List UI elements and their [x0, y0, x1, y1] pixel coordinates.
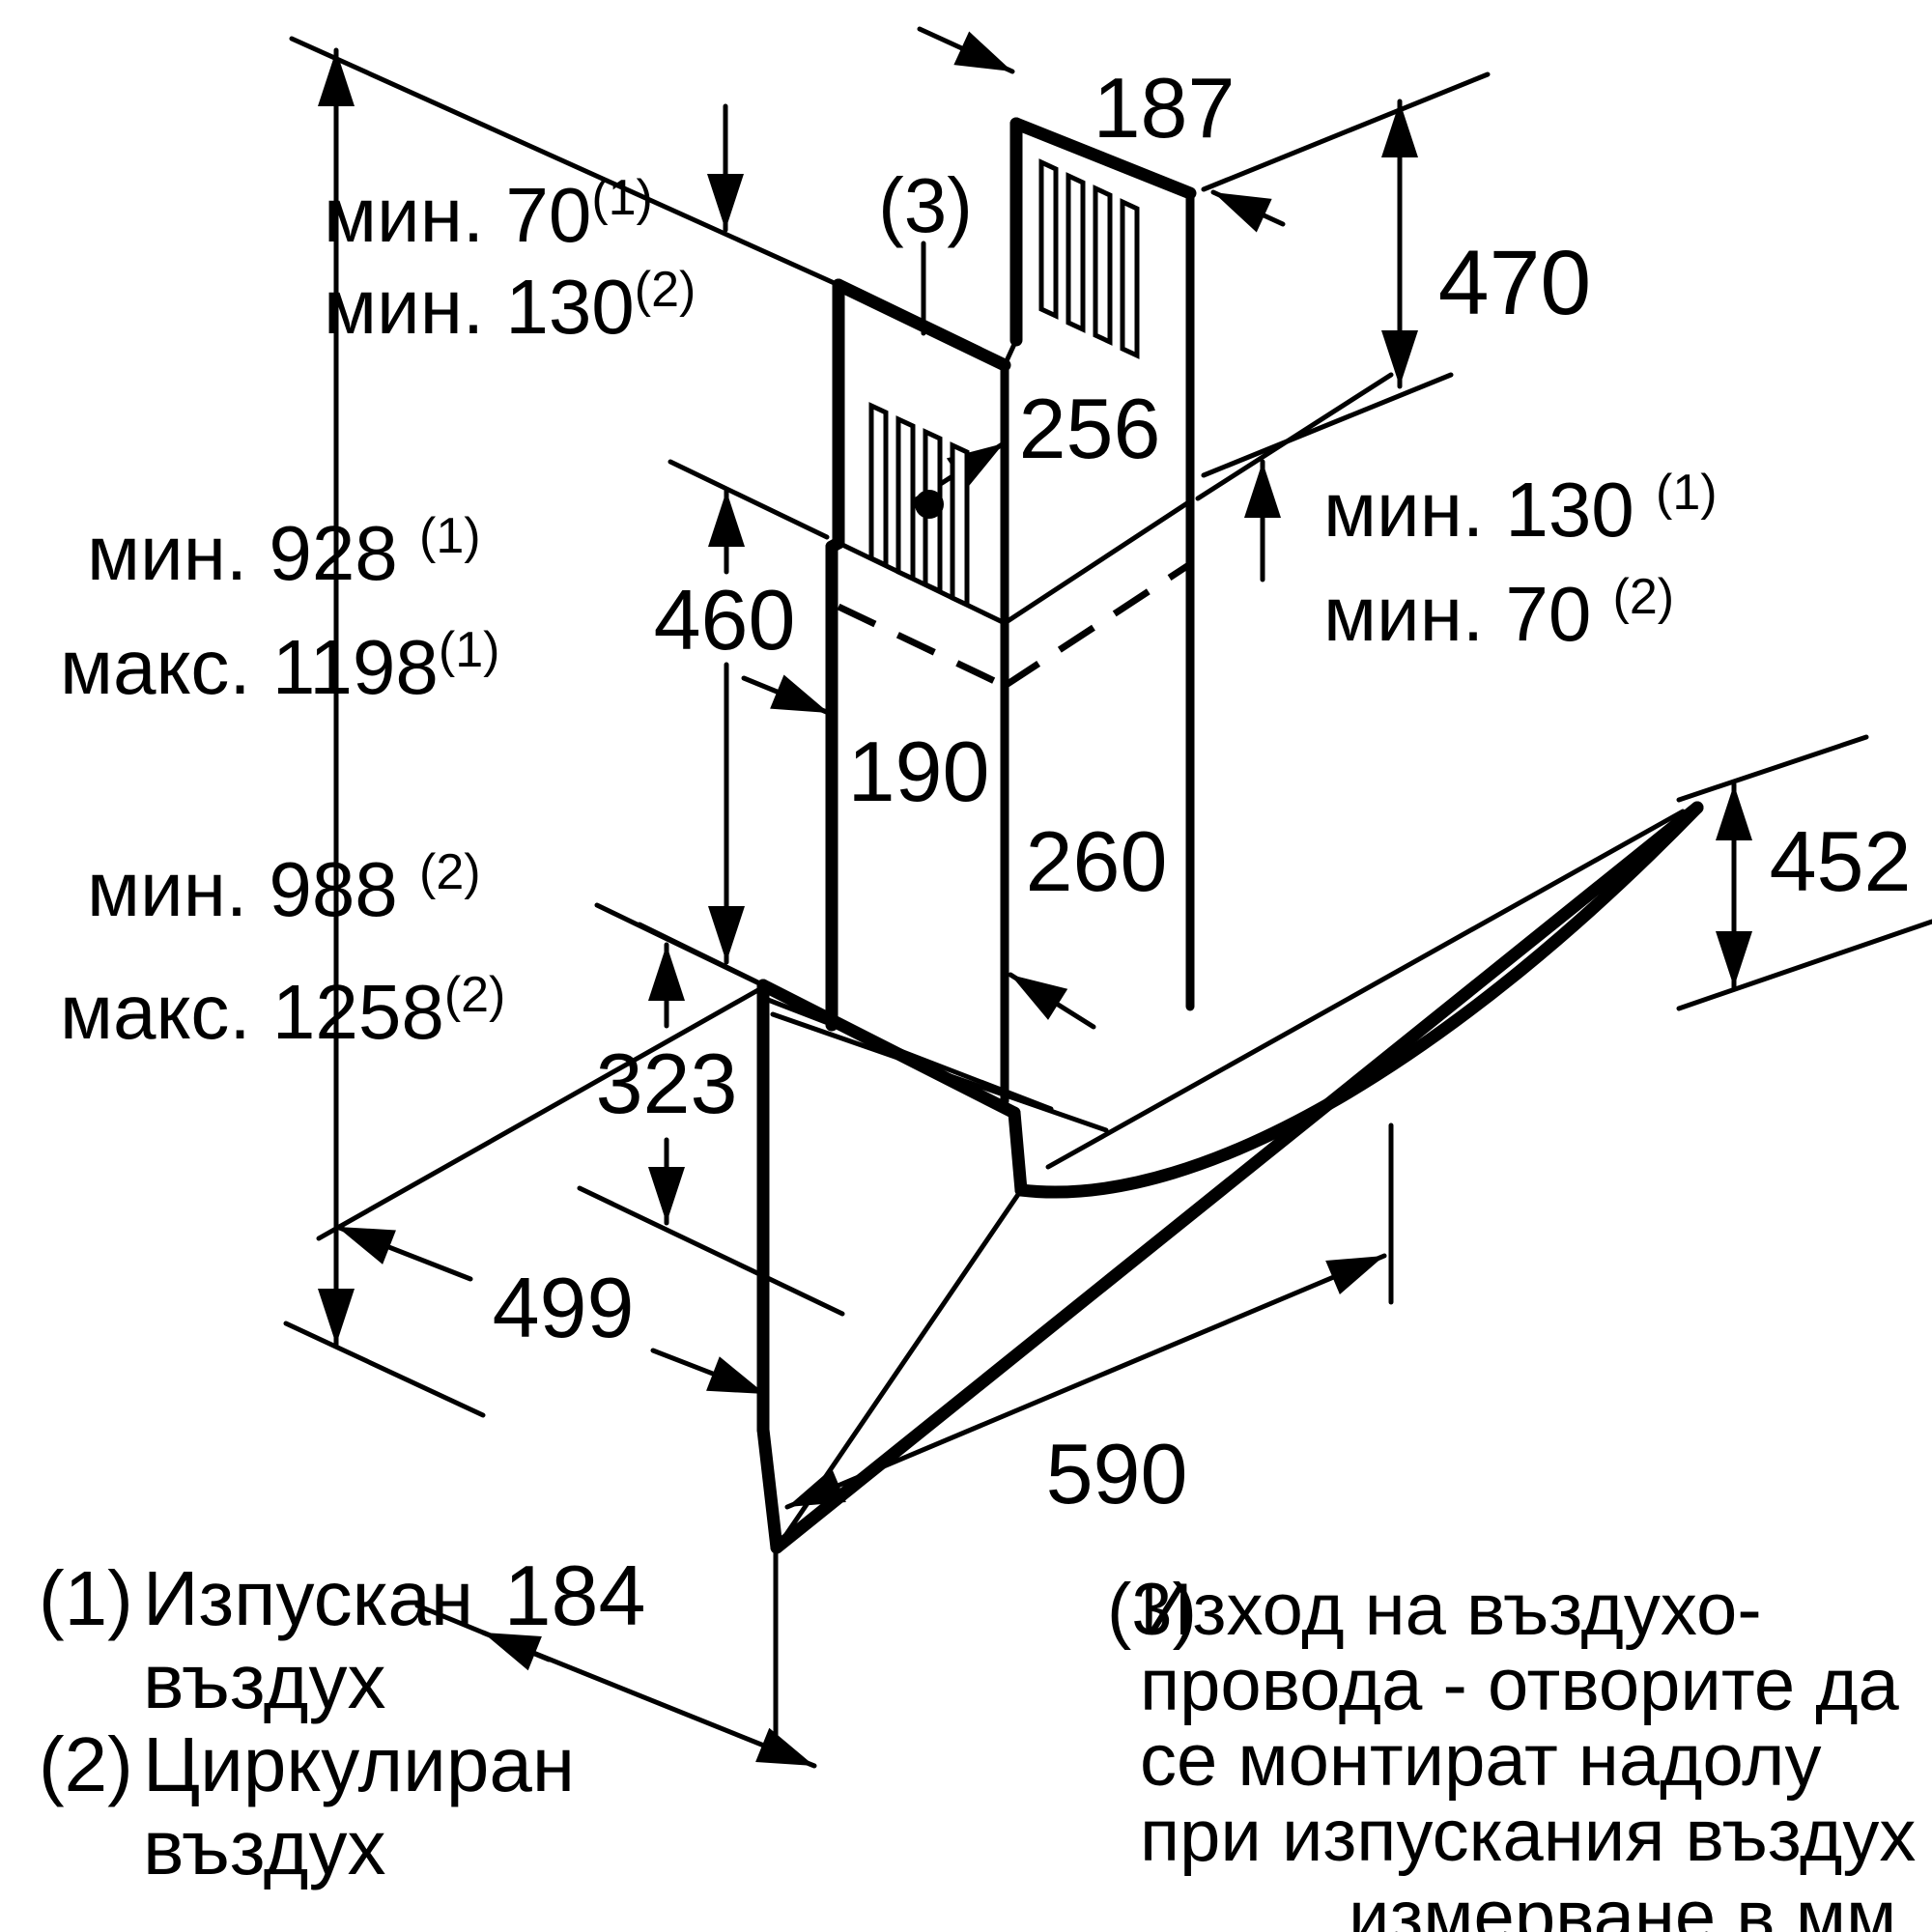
legend-text-2: Циркулиран въздух	[143, 1721, 576, 1890]
hood-lower-left-edge	[756, 1423, 783, 1554]
dim-256: 256	[1019, 381, 1161, 476]
limit-right-2: мин. 70 (2)	[1323, 569, 1674, 657]
chimney-hidden-edge-front	[837, 603, 1007, 690]
glass-blade-bottom-edge	[770, 801, 1704, 1554]
limit-left-max2: макс. 1258(2)	[60, 967, 505, 1055]
dim-187: 187	[1094, 60, 1236, 156]
chimney-hidden-edge-right	[1003, 561, 1192, 689]
ext-470-top	[1201, 71, 1491, 192]
dimline-590-arrowhead	[1325, 1256, 1384, 1295]
arrow-190-arrowhead	[770, 674, 829, 713]
vent-slot-1	[868, 402, 889, 569]
dimline-460-lower-arrowhead	[708, 906, 745, 962]
dimline-total-height-arrowhead	[318, 50, 355, 106]
dimline-total-height-arrowhead	[318, 1289, 355, 1345]
chimney-back-panel-top	[1009, 117, 1197, 200]
hood-front-corner-edge	[1008, 1106, 1028, 1197]
limit-left-max1: макс. 1198(1)	[60, 622, 499, 710]
air-mode-legend: (1) Изпускан въздух (2) Циркулиран възду…	[39, 1557, 575, 1889]
tick-323-top	[594, 902, 766, 988]
arrow-260-arrowhead	[1010, 975, 1068, 1020]
ext-452-bottom	[1676, 919, 1932, 1011]
wall-bottom-tick	[283, 1321, 486, 1418]
dimline-499-right-arrowhead	[706, 1356, 765, 1394]
callout-3-top: (3)	[878, 162, 973, 248]
note-paragraph: Изход на въздухо- провода - отворите да …	[1140, 1569, 1917, 1877]
dim-190: 190	[848, 724, 990, 819]
dimline-499-left-arrowhead	[337, 1227, 396, 1264]
ext-right-limits	[1195, 372, 1394, 501]
arrow-187-left-arrowhead	[953, 31, 1012, 71]
vent-slot-7	[1093, 185, 1113, 346]
dimline-470-arrowhead	[1381, 330, 1418, 386]
dim-323: 323	[596, 1036, 738, 1131]
limit-top-min1: мин. 70(1)	[324, 170, 653, 258]
legend-item-exhaust: (1) Изпускан въздух	[39, 1557, 575, 1723]
vent-slot-6	[1065, 172, 1086, 333]
limit-left-min1: мин. 928 (1)	[87, 508, 481, 596]
arrow-right-limits-arrowhead	[1244, 462, 1281, 518]
vent-slot-8	[1120, 198, 1140, 359]
dim-590: 590	[1046, 1426, 1188, 1521]
dim-452: 452	[1770, 813, 1912, 909]
arrow-wall-clearance-arrowhead	[707, 174, 744, 230]
legend-marker-2: (2)	[39, 1721, 133, 1807]
dimline-184-arrowhead	[483, 1633, 542, 1671]
hood-top-left-edge	[756, 979, 1021, 1120]
tick-323-bottom	[577, 1185, 845, 1317]
dimline-323-lower-arrowhead	[648, 1167, 685, 1223]
dim-260: 260	[1026, 813, 1168, 909]
vent-slot-2	[895, 415, 916, 582]
glass-blade-top-edge	[1014, 801, 1704, 1199]
measurement-unit-note: измерване в мм	[1349, 1876, 1897, 1932]
ext-470-bottom	[1201, 372, 1454, 478]
vent-slot-4	[950, 441, 970, 609]
chimney-joint-right	[1002, 498, 1193, 626]
legend-item-recirculation: (2) Циркулиран въздух	[39, 1723, 575, 1889]
limit-top-min2: мин. 130(2)	[324, 262, 696, 350]
ceiling-line	[289, 36, 841, 288]
dim-470: 470	[1438, 232, 1592, 334]
dimline-184	[480, 1630, 817, 1769]
dimline-460-upper-arrowhead	[708, 491, 745, 547]
dimline-452-arrowhead	[1716, 931, 1752, 987]
ext-452-top	[1676, 734, 1869, 803]
dim-499: 499	[493, 1260, 635, 1355]
tick-460-top	[668, 459, 830, 540]
note-marker-3: (3)	[1107, 1569, 1197, 1651]
limit-right-1: мин. 130 (1)	[1323, 465, 1718, 553]
dimline-452-arrowhead	[1716, 784, 1752, 840]
arrow-187-right-arrowhead	[1213, 192, 1272, 233]
outlet-position-dot	[915, 490, 944, 519]
dimline-184-arrowhead	[755, 1727, 814, 1766]
dim-184: 184	[504, 1548, 646, 1643]
chimney-front-top	[832, 278, 1011, 372]
legend-marker-1: (1)	[39, 1555, 133, 1641]
dim-460: 460	[654, 572, 796, 668]
limit-left-min2: мин. 988 (2)	[87, 844, 481, 932]
vent-slot-5	[1038, 158, 1059, 320]
dimline-470-arrowhead	[1381, 101, 1418, 157]
legend-text-1: Изпускан въздух	[143, 1555, 474, 1724]
chimney-joint-front	[836, 540, 1008, 626]
dimline-323-upper-arrowhead	[648, 945, 685, 1001]
ext-wall-depth	[316, 984, 766, 1241]
hood-upstand-line	[1045, 809, 1686, 1170]
